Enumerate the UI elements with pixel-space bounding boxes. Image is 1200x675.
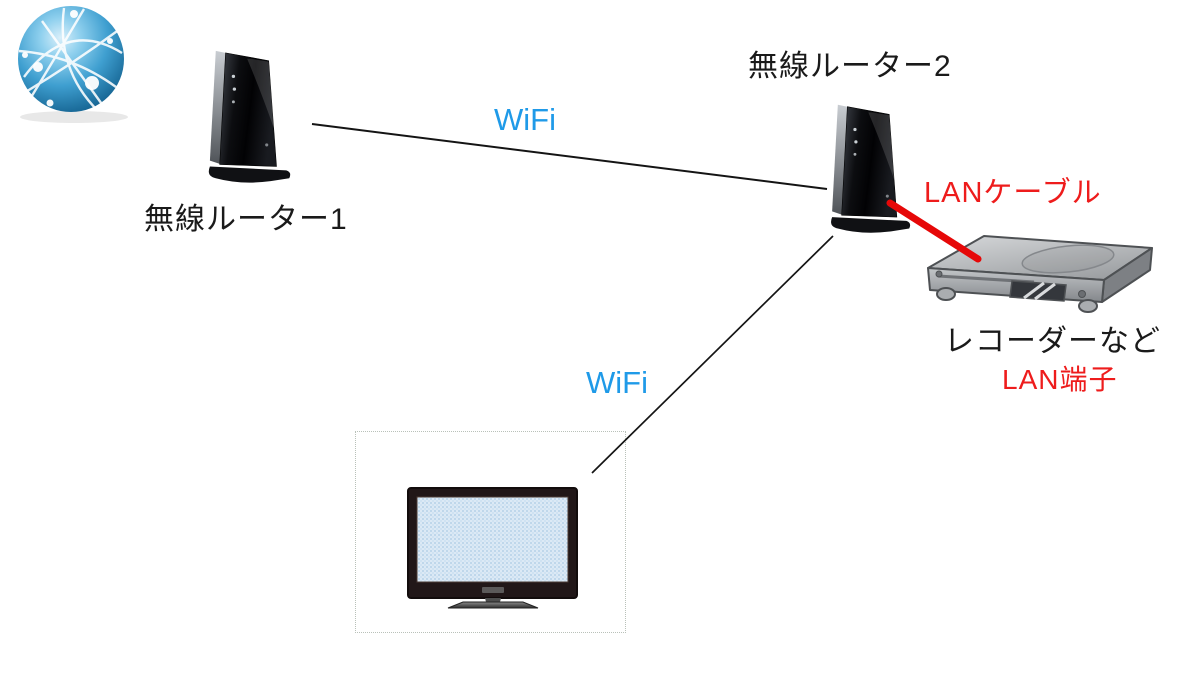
router2-label: 無線ルーター2 — [748, 50, 952, 83]
recorder-label: レコーダーなど — [944, 325, 1161, 358]
tv-selection-box — [355, 431, 626, 633]
wireless-router-2-image — [830, 104, 911, 234]
internet-globe-icon — [18, 6, 128, 123]
lan-port-label: LAN端子 — [1002, 364, 1118, 395]
wifi-line-router1-router2 — [311, 123, 828, 190]
wifi-link-1-label: WiFi — [494, 102, 556, 137]
router1-label: 無線ルーター1 — [144, 203, 348, 236]
wireless-router-1-image — [208, 50, 291, 184]
wifi-line-router2-tv — [591, 235, 834, 474]
lan-cable-label: LANケーブル — [924, 177, 1102, 209]
tv-image — [407, 487, 578, 609]
recorder-image — [927, 235, 1153, 313]
wifi-link-2-label: WiFi — [586, 365, 648, 400]
